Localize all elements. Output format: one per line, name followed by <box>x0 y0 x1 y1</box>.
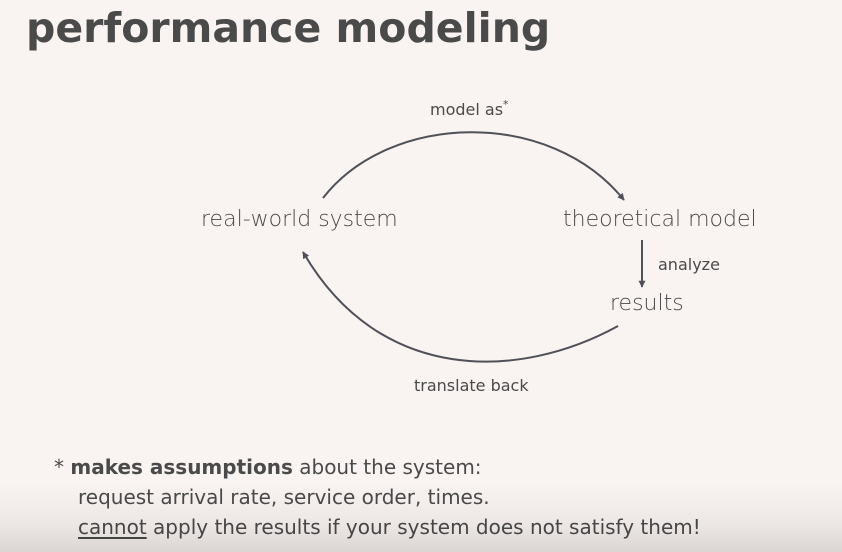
footnote-line-2: request arrival rate, service order, tim… <box>78 485 490 509</box>
node-results: results <box>610 291 684 316</box>
footnote-underlined-word: cannot <box>78 515 147 539</box>
edge-label-translate-back: translate back <box>414 376 529 395</box>
arrow-translate-back <box>302 251 619 363</box>
footnote-line-1: * makes assumptions about the system: <box>54 452 701 482</box>
footnote-line-3-rest: apply the results if your system does no… <box>146 515 701 539</box>
footnote-line-1-rest: about the system: <box>292 455 482 479</box>
slide-title: performance modeling <box>26 4 551 52</box>
arrow-model-as <box>322 131 625 201</box>
node-real-world-system: real-world system <box>201 207 398 232</box>
assumptions-footnote: * makes assumptions about the system: re… <box>54 452 701 542</box>
footnote-line-3: cannot apply the results if your system … <box>54 512 701 542</box>
footnote-bold-phrase: makes assumptions <box>70 455 293 479</box>
footnote-asterisk-mark: * <box>503 98 509 111</box>
footnote-marker: * <box>54 455 71 479</box>
edge-label-model-as: model as* <box>430 98 509 119</box>
node-theoretical-model: theoretical model <box>563 207 757 232</box>
edge-label-model-as-text: model as <box>430 100 504 119</box>
edge-label-analyze: analyze <box>658 255 720 274</box>
